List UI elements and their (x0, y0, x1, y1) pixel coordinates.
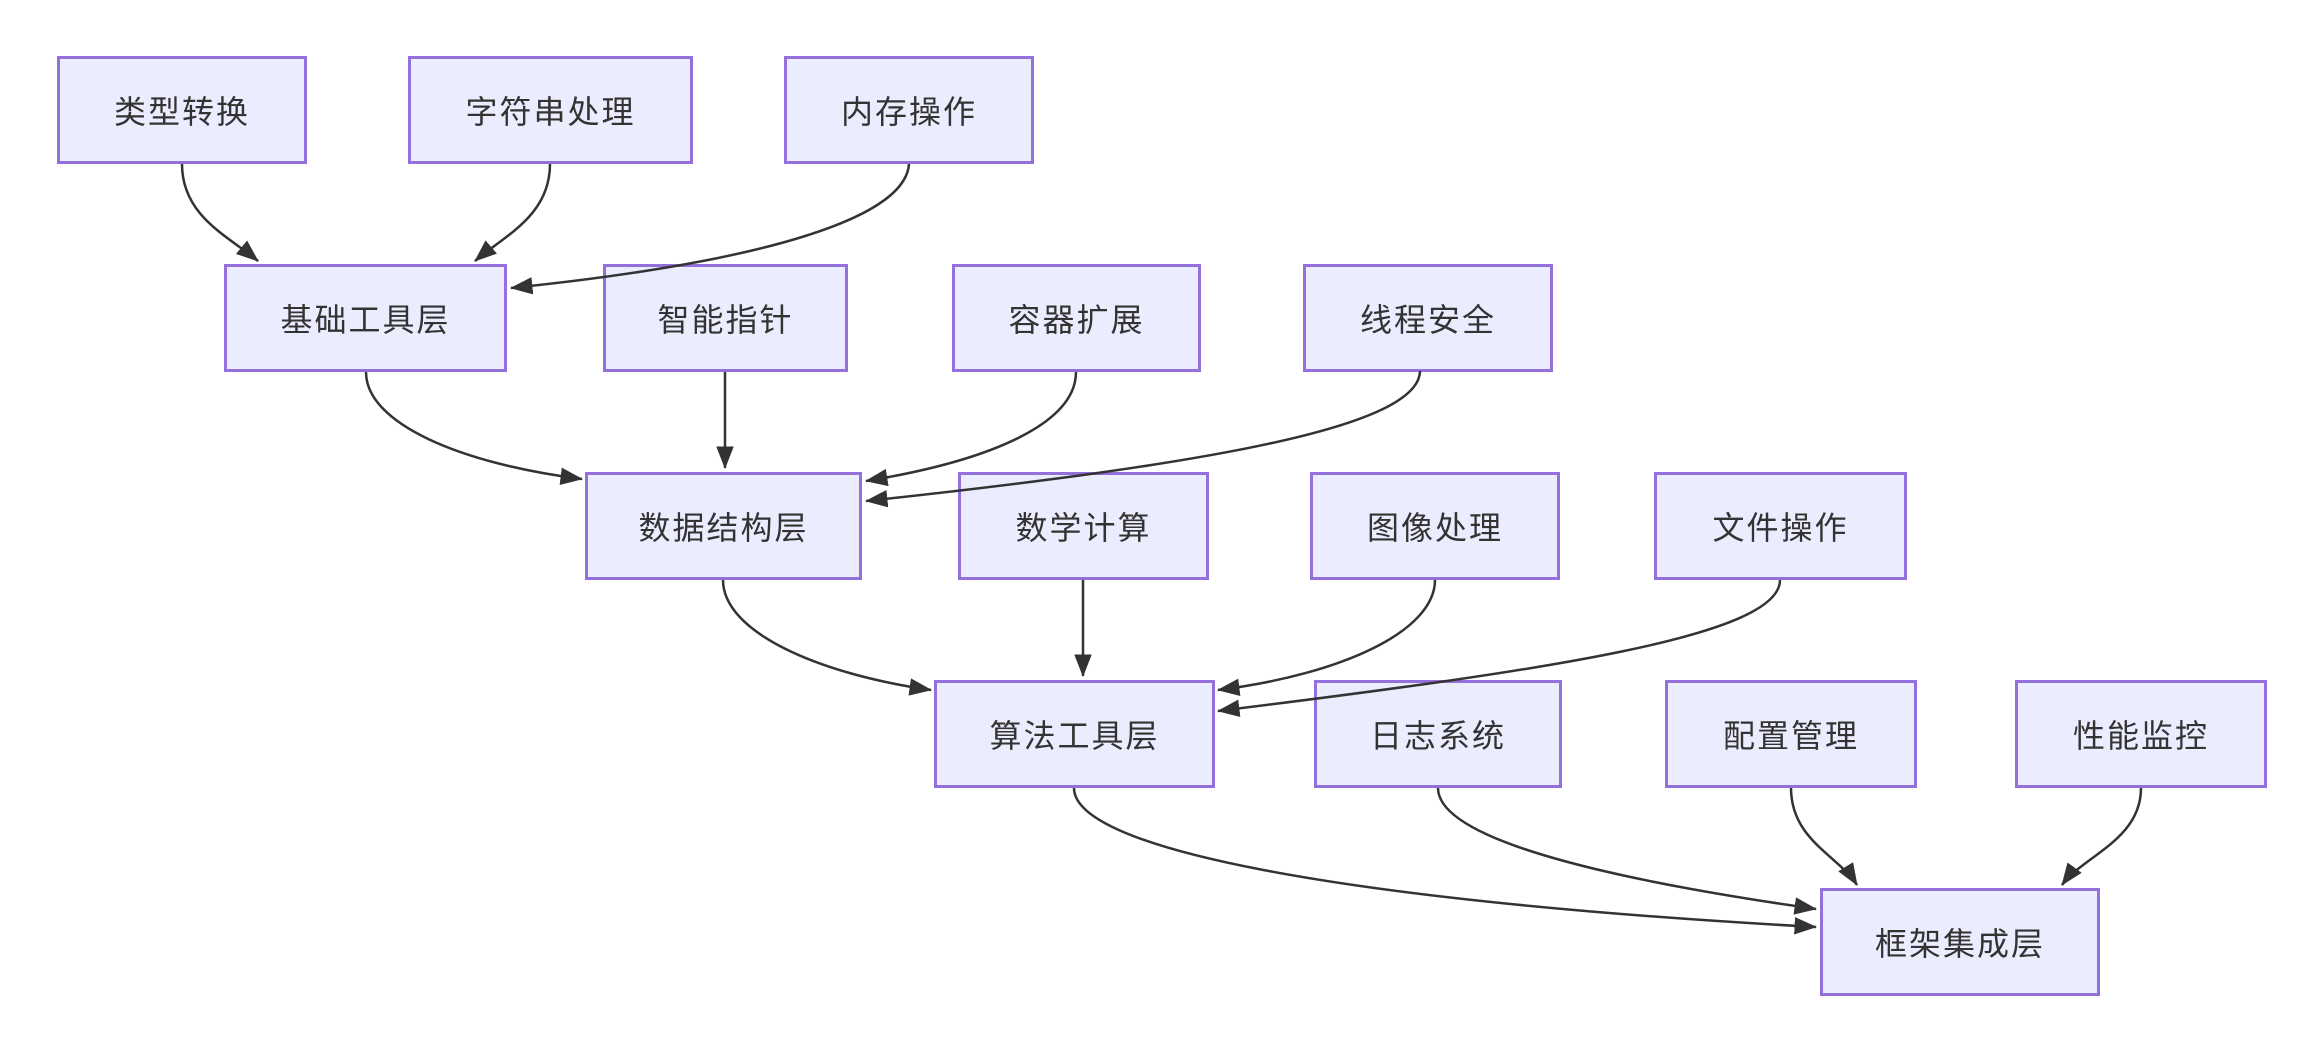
node-label-data-structure-layer: 数据结构层 (638, 510, 809, 546)
node-memory-operations: 内存操作 (784, 56, 1034, 164)
node-basic-tool-layer: 基础工具层 (224, 264, 507, 372)
node-data-structure-layer: 数据结构层 (585, 472, 862, 580)
node-label-log-system: 日志系统 (1369, 718, 1506, 754)
node-label-framework-integration-layer: 框架集成层 (1874, 926, 2045, 962)
node-log-system: 日志系统 (1314, 680, 1562, 788)
node-label-basic-tool-layer: 基础工具层 (280, 302, 451, 338)
node-math-computation: 数学计算 (958, 472, 1209, 580)
node-thread-safety: 线程安全 (1303, 264, 1553, 372)
node-config-management: 配置管理 (1665, 680, 1917, 788)
node-framework-integration-layer: 框架集成层 (1820, 888, 2100, 996)
node-label-math-computation: 数学计算 (1015, 510, 1152, 546)
node-smart-pointer: 智能指针 (603, 264, 848, 372)
node-label-smart-pointer: 智能指针 (657, 302, 794, 338)
node-label-container-extension: 容器扩展 (1008, 302, 1145, 338)
node-label-memory-operations: 内存操作 (840, 94, 977, 130)
node-label-performance-monitoring: 性能监控 (2072, 718, 2209, 754)
node-label-config-management: 配置管理 (1722, 718, 1859, 754)
node-label-algorithm-tool-layer: 算法工具层 (989, 718, 1160, 754)
node-label-file-operations: 文件操作 (1712, 510, 1849, 546)
node-container-extension: 容器扩展 (952, 264, 1201, 372)
node-performance-monitoring: 性能监控 (2015, 680, 2267, 788)
node-algorithm-tool-layer: 算法工具层 (934, 680, 1215, 788)
node-label-image-processing: 图像处理 (1366, 510, 1503, 546)
node-image-processing: 图像处理 (1310, 472, 1560, 580)
node-file-operations: 文件操作 (1654, 472, 1907, 580)
node-label-thread-safety: 线程安全 (1359, 302, 1496, 338)
node-type-conversion: 类型转换 (57, 56, 307, 164)
node-label-type-conversion: 类型转换 (113, 94, 250, 130)
node-label-string-processing: 字符串处理 (465, 94, 636, 130)
node-string-processing: 字符串处理 (408, 56, 693, 164)
